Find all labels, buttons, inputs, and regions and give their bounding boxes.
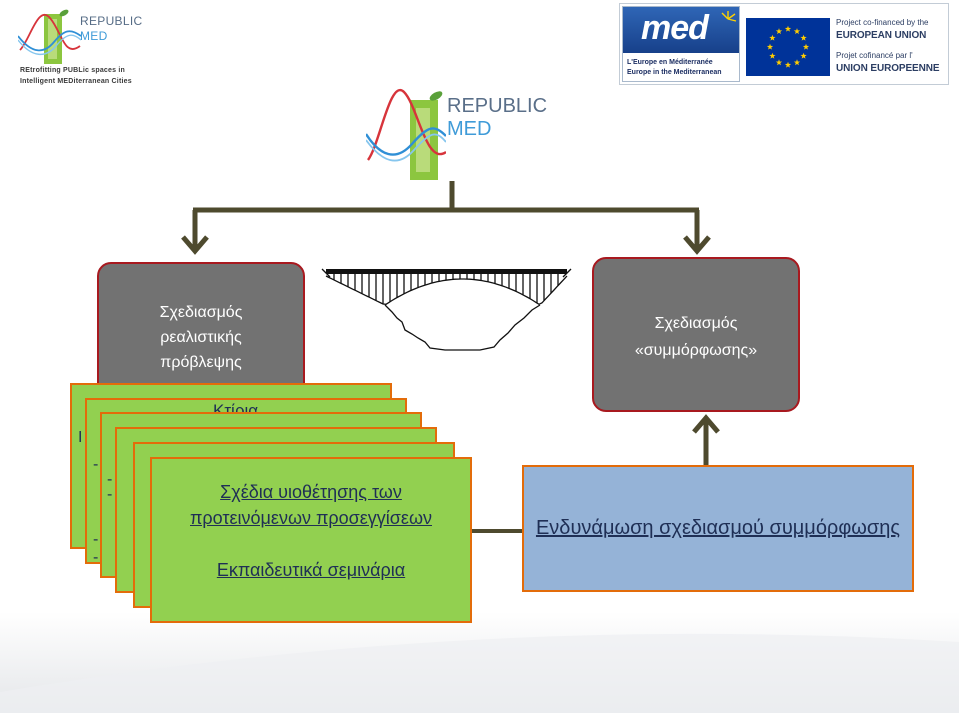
bridge-posts	[333, 274, 559, 304]
center-logo-name-republic: REPUBLIC	[447, 95, 548, 117]
card-1-text-fragment: Ι	[78, 429, 83, 446]
med-star-icon	[721, 11, 737, 22]
logo-tagline-line1: REtrofitting PUBLic spaces in	[20, 67, 125, 74]
med-wordmark: med	[641, 9, 709, 47]
realistic-forecast-box: Σχεδιασμός ρεαλιστικής πρόβλεψης	[97, 262, 305, 400]
eu-star-icon	[802, 43, 810, 50]
eu-star-icon	[766, 43, 774, 50]
compliance-strengthening-box: Ενδυνάμωση σχεδιασμού συμμόρφωσης	[522, 465, 914, 592]
compliance-design-line2: «συμμόρφωσης»	[634, 342, 758, 359]
eu-cofinance-fr-big: UNION EUROPEENNE	[836, 63, 940, 74]
eu-star-icon	[769, 52, 776, 59]
card-2-bullet: -	[93, 456, 99, 473]
bridge-deck-end-left	[321, 268, 331, 278]
compliance-design-line1: Σχεδιασμός	[654, 315, 738, 332]
center-logo-leaf-icon	[429, 91, 443, 101]
arrow-left-down-icon	[181, 235, 209, 255]
eu-star-icon	[800, 34, 807, 41]
bridge-icon	[321, 268, 572, 351]
logo-tagline-line2: Intelligent MEDiterranean Cities	[20, 78, 132, 85]
center-logo-red-wave	[367, 88, 446, 161]
eu-cofinance-fr-small: Projet cofinancé par l'	[836, 51, 913, 60]
logo-leaf-icon	[59, 9, 69, 17]
center-logo-blue-wave	[366, 127, 446, 156]
center-logo-light-blue-wave	[366, 133, 446, 162]
med-caption-en: Europe in the Mediterranean	[627, 69, 722, 76]
card-2-bullet: -	[93, 531, 99, 548]
republic-med-logo-icon	[18, 9, 82, 64]
eu-star-circle	[766, 25, 810, 68]
card-3-bullet: -	[107, 486, 113, 503]
eu-star-icon	[793, 28, 801, 35]
logo-blue-wave	[18, 30, 82, 52]
med-caption-fr: L'Europe en Méditerranée	[627, 59, 713, 66]
center-logo-name-med: MED	[447, 118, 492, 140]
eu-star-icon	[775, 28, 783, 35]
center-republic-med-logo-icon	[366, 88, 446, 180]
logo-building-window	[48, 19, 57, 59]
realistic-forecast-line3: πρόβλεψης	[160, 354, 242, 371]
eu-star-icon	[775, 59, 783, 66]
realistic-forecast-line1: Σχεδιασμός	[159, 304, 243, 321]
logo-name-republic: REPUBLIC	[80, 14, 143, 28]
bridge-arch	[325, 275, 568, 306]
eu-star-icon	[784, 61, 792, 68]
stacked-card-6: Σχέδια υιοθέτησης των προτεινόμενων προσ…	[150, 457, 472, 623]
card-6-training-seminars: Εκπαιδευτικά σεμινάρια	[216, 560, 406, 580]
card-2-bullet: -	[93, 549, 99, 564]
card-6-adoption-plans-line1: Σχέδια υιοθέτησης των	[220, 482, 402, 502]
card-6-adoption-plans-line2: προτεινόμενων προσεγγίσεων	[190, 508, 432, 528]
eu-star-icon	[769, 34, 776, 41]
eu-flag-icon	[746, 18, 830, 76]
arrow-right-down-icon	[683, 235, 711, 255]
bridge-deck	[326, 269, 567, 274]
card-3-bullet: -	[107, 471, 113, 488]
med-logo-band	[623, 7, 739, 53]
arrow-up-icon	[692, 414, 720, 434]
eu-cofinance-en-big: EUROPEAN UNION	[836, 30, 927, 41]
bridge-valley-outline	[384, 304, 541, 351]
compliance-design-box: Σχεδιασμός «συμμόρφωσης»	[592, 257, 800, 412]
bridge-deck-end-right	[562, 268, 572, 278]
eu-star-icon	[793, 59, 801, 66]
logo-red-wave	[19, 14, 81, 51]
background-swoosh	[0, 633, 959, 713]
realistic-forecast-line2: ρεαλιστικής	[160, 329, 242, 346]
logo-light-blue-wave	[18, 34, 82, 55]
med-programme-logo: med L'Europe en Méditerranée Europe in t…	[622, 6, 740, 82]
eu-cofinance-en-small: Project co-financed by the	[836, 18, 929, 27]
card-6-text-group: Σχέδια υιοθέτησης των προτεινόμενων προσ…	[152, 479, 470, 583]
eu-star-icon	[784, 25, 792, 32]
logo-name-med: MED	[80, 29, 108, 43]
compliance-strengthening-label: Ενδυνάμωση σχεδιασμού συμμόρφωσης	[535, 517, 901, 539]
eu-star-icon	[800, 52, 807, 59]
